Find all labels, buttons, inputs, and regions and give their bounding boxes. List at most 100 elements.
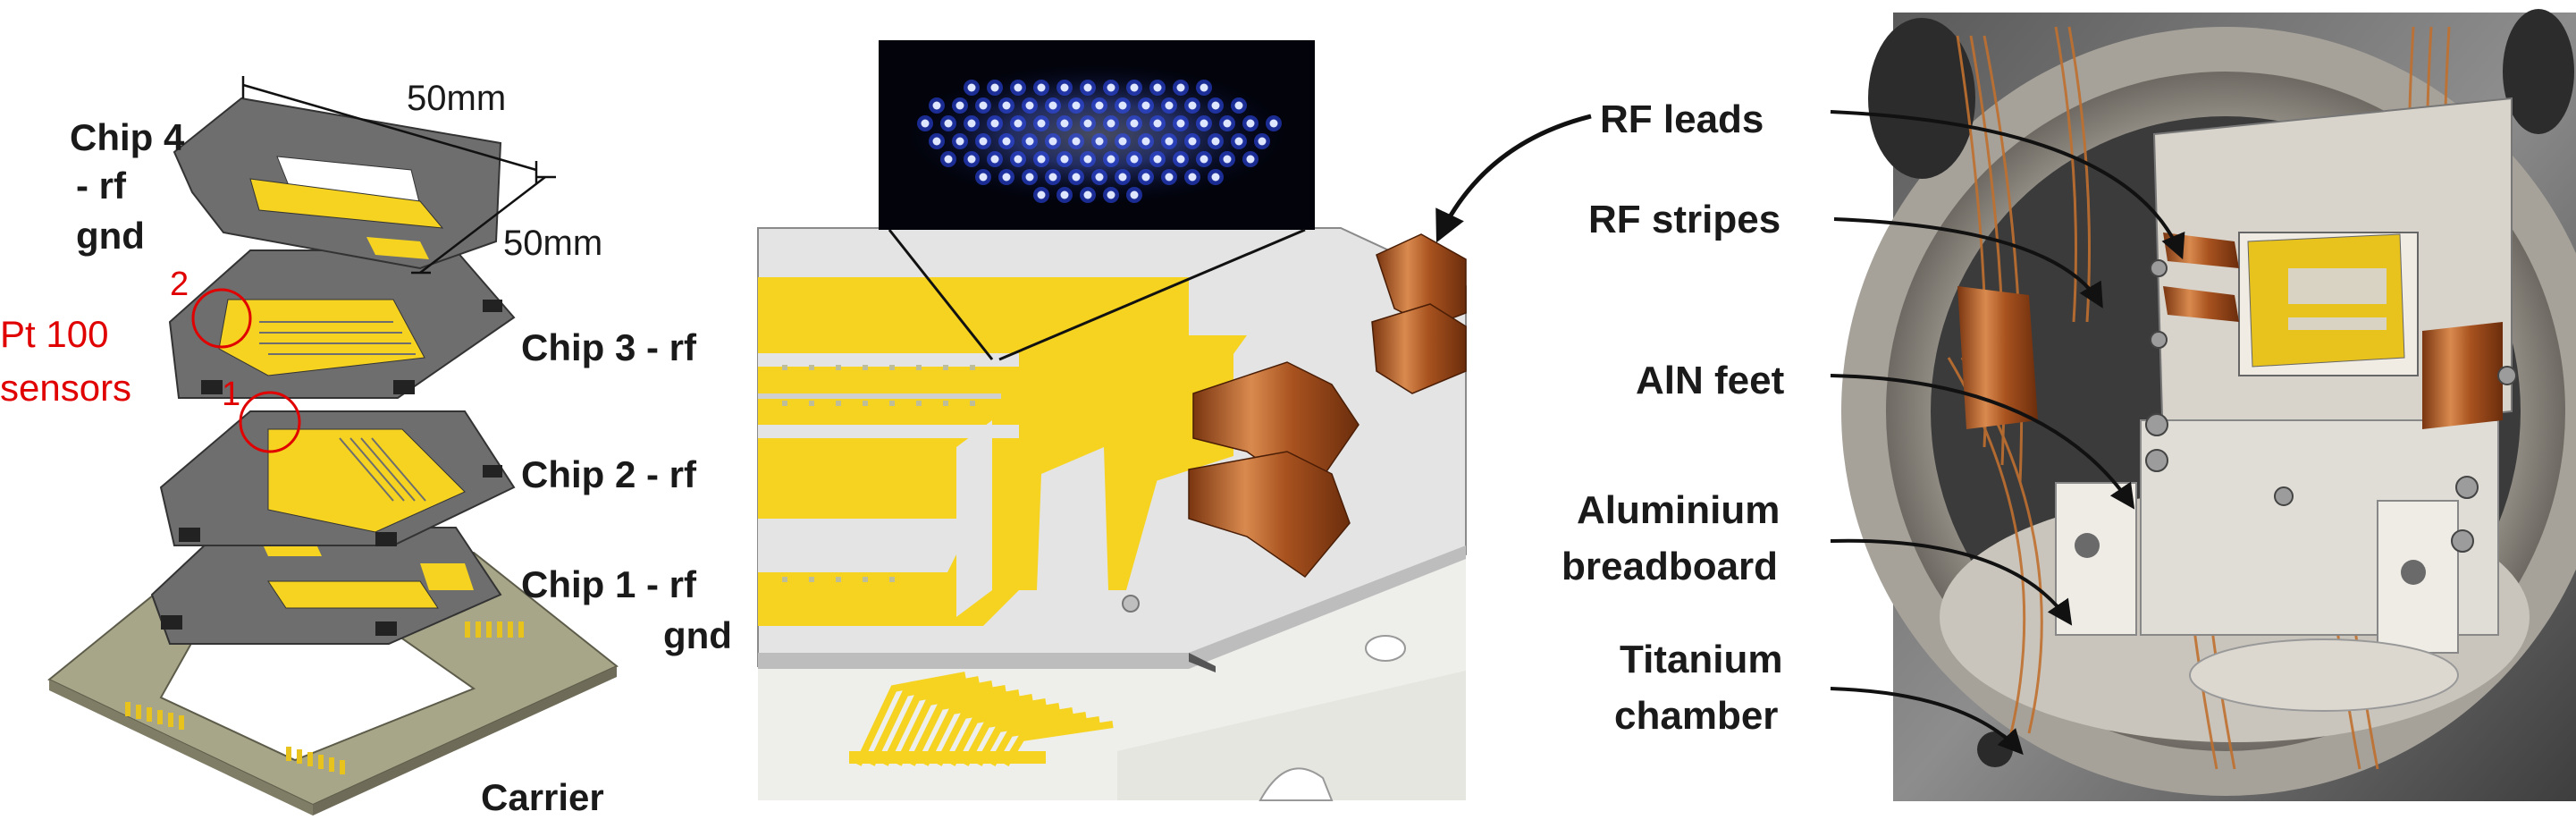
- ion: [944, 119, 953, 128]
- ion: [1200, 119, 1208, 128]
- ion: [1002, 173, 1011, 182]
- ion: [1188, 101, 1197, 110]
- rf-leads-arrow-middle: [1435, 114, 1592, 243]
- ion: [1072, 173, 1081, 182]
- chip-1-label-line2: gnd: [663, 614, 732, 656]
- label-rf-leads: RF leads: [1600, 97, 1764, 141]
- ion: [1048, 137, 1057, 146]
- ion: [1083, 83, 1092, 92]
- ion: [1200, 155, 1208, 164]
- ion: [1037, 155, 1046, 164]
- ion: [967, 155, 976, 164]
- zoom-line-right: [998, 228, 1306, 361]
- label-breadboard-line1: Aluminium: [1577, 488, 1780, 532]
- ion: [1153, 119, 1162, 128]
- ion: [1002, 101, 1011, 110]
- ion: [979, 137, 988, 146]
- carrier-pad-row-bottom-left: [125, 702, 184, 730]
- screws: [2145, 259, 2517, 553]
- ion: [1037, 83, 1046, 92]
- ion: [967, 119, 976, 128]
- electrode-dots: [782, 365, 975, 582]
- label-chamber-line2: chamber: [1614, 694, 1778, 738]
- ion: [1165, 173, 1174, 182]
- chamber-photo: [1830, 9, 2576, 801]
- zoom-line-left: [888, 229, 994, 360]
- ion: [990, 119, 999, 128]
- ion: [1048, 173, 1057, 182]
- rf-leads-arrow: [1830, 110, 2185, 260]
- ion-crystal-ions: [917, 80, 1282, 203]
- chip-2-label: Chip 2 - rf: [521, 453, 697, 495]
- ion: [1141, 137, 1150, 146]
- ion: [1107, 83, 1115, 92]
- ion: [1223, 119, 1232, 128]
- ion: [1014, 119, 1023, 128]
- ion: [1165, 137, 1174, 146]
- ion: [1025, 101, 1034, 110]
- sensor-circle-1: [239, 391, 301, 453]
- ion: [1246, 119, 1255, 128]
- ion: [1176, 83, 1185, 92]
- ion: [1211, 101, 1220, 110]
- ion: [955, 137, 964, 146]
- ion: [1258, 137, 1267, 146]
- ion: [1072, 101, 1081, 110]
- photo-labels: RF leads RF stripes AlN feet Aluminium b…: [1562, 97, 1785, 738]
- ion: [1037, 119, 1046, 128]
- label-rf-stripes: RF stripes: [1588, 198, 1780, 241]
- ion: [1141, 173, 1150, 182]
- ion: [1083, 155, 1092, 164]
- ion: [1176, 155, 1185, 164]
- ion: [1130, 119, 1139, 128]
- dimension-depth: [411, 175, 556, 275]
- ion: [1176, 119, 1185, 128]
- ion: [1014, 155, 1023, 164]
- mounting-hole: [1365, 635, 1406, 662]
- ion: [1107, 155, 1115, 164]
- chip-3: [168, 249, 516, 399]
- ion: [1095, 137, 1104, 146]
- ion: [1060, 119, 1069, 128]
- carrier-label: Carrier: [481, 776, 604, 818]
- chamber-arrow: [1830, 687, 2024, 756]
- sensors-label-line2: sensors: [0, 367, 131, 409]
- ion: [921, 119, 930, 128]
- ion: [1153, 83, 1162, 92]
- ion: [1025, 137, 1034, 146]
- chip-1: [150, 527, 502, 645]
- trap-closeup-diagram: [757, 40, 1592, 801]
- ion: [955, 101, 964, 110]
- breadboard-arrow: [1830, 538, 2073, 626]
- ion: [1165, 101, 1174, 110]
- label-aln-feet: AlN feet: [1636, 359, 1785, 402]
- sensor-marker-1: 1: [222, 376, 240, 413]
- ion: [1130, 83, 1139, 92]
- ion: [1141, 101, 1150, 110]
- carrier-pad-row-right: [465, 621, 524, 638]
- ion: [1153, 155, 1162, 164]
- ion: [1223, 155, 1232, 164]
- ion: [990, 83, 999, 92]
- sensor-circle-2: [191, 288, 252, 349]
- ion: [1002, 137, 1011, 146]
- ion: [1095, 173, 1104, 182]
- ion: [1200, 83, 1208, 92]
- ion: [932, 137, 941, 146]
- ion: [979, 101, 988, 110]
- ion: [932, 101, 941, 110]
- chip-3-label: Chip 3 - rf: [521, 326, 697, 368]
- chip-4: [173, 97, 502, 270]
- ion: [967, 83, 976, 92]
- chip-4-label-line2: - rf: [76, 165, 127, 207]
- copper-rf-leads: [1188, 233, 1467, 579]
- chip-4-label-line1: Chip 4: [70, 116, 185, 158]
- ion: [1118, 173, 1127, 182]
- ion: [1095, 101, 1104, 110]
- ion: [1014, 83, 1023, 92]
- dimension-width: [241, 76, 538, 183]
- sensor-marker-2: 2: [170, 266, 189, 303]
- chip-3-electrode-lines: [259, 321, 416, 355]
- ion: [1060, 155, 1069, 164]
